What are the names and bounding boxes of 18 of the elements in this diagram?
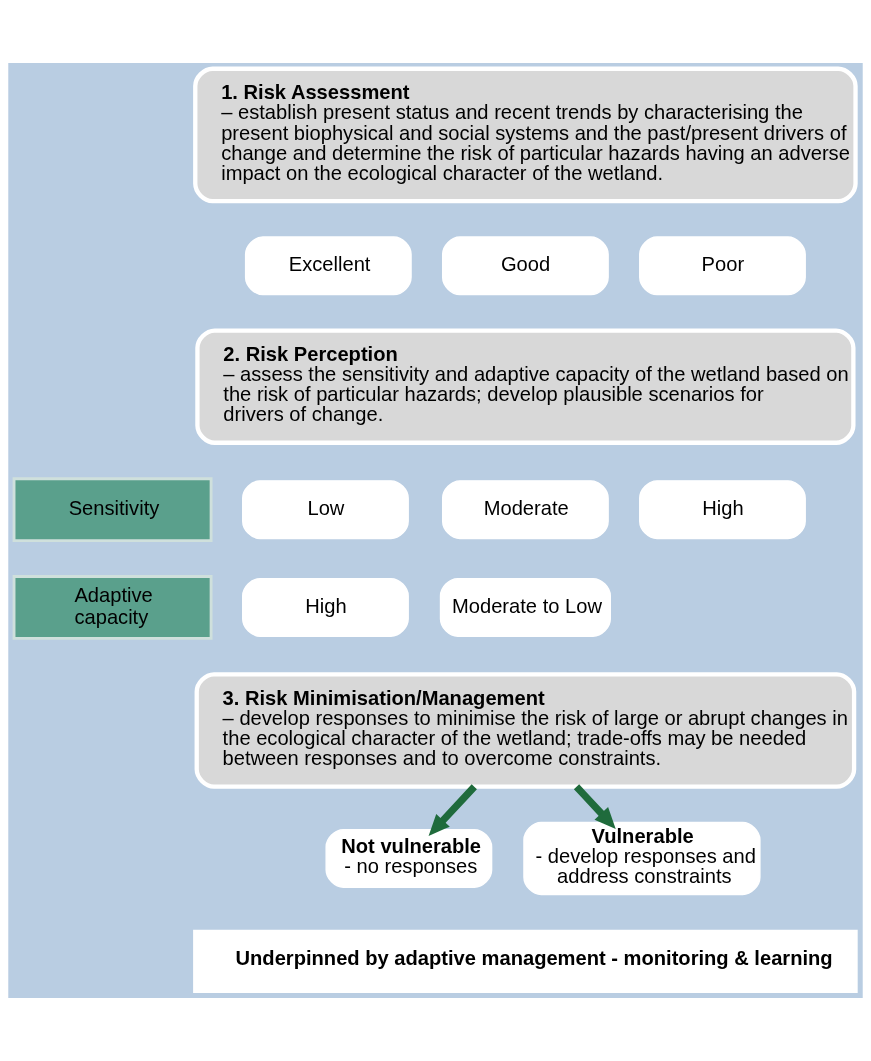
node-box: Moderate <box>441 480 609 540</box>
node-box: Sensitivity <box>12 477 213 542</box>
node-box: Underpinned by adaptive management - monitoring & learning <box>193 929 858 993</box>
node-box: High <box>242 577 409 637</box>
node-box: Good <box>441 236 609 296</box>
node-box: Low <box>242 480 409 540</box>
node-box: Not vulnerable - no responses <box>325 829 493 888</box>
node-box: 3. Risk Minimisation/Management – develop responses to minimise the risk of large or abrupt changes in the ecological character of the wetland; trade-offs may be needed between responses and to overcome constraints. <box>194 672 857 789</box>
node-box: Adaptive capacity <box>12 575 213 640</box>
node-box: 2. Risk Perception – assess the sensitivity and adaptive capacity of the wetland based on the risk of particular hazards; develop plausible scenarios for drivers of change. <box>195 328 856 445</box>
arrow <box>573 784 616 829</box>
node-box: Poor <box>639 236 806 296</box>
node-box: Excellent <box>244 236 412 296</box>
node-box: Moderate to Low <box>439 577 611 637</box>
node-box: Vulnerable - develop responses and address constraints <box>523 821 761 896</box>
arrow <box>428 784 477 836</box>
node-box: 1. Risk Assessment – establish present status and recent trends by characterising the present biophysical and social systems and the past/present drivers of change and determine the risk of particular hazards having an adverse impact on the ecological character of the wetland. <box>193 66 858 204</box>
node-box: High <box>639 480 806 540</box>
